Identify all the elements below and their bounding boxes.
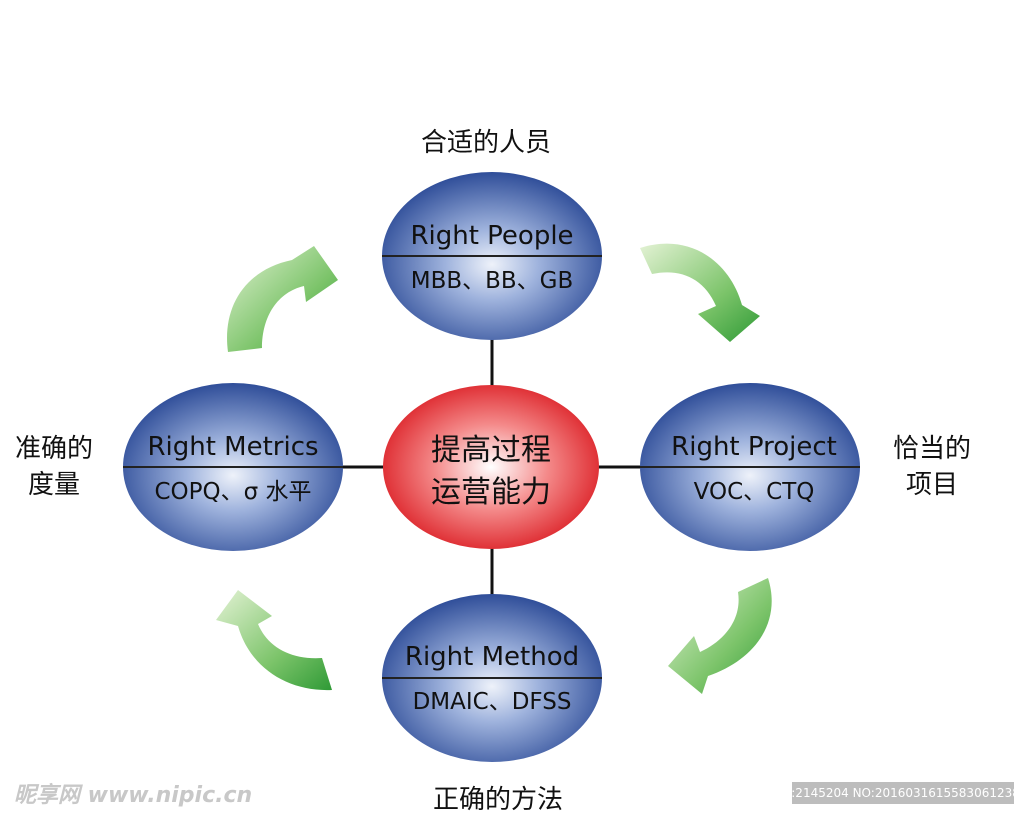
watermark-right-bg bbox=[792, 782, 1014, 804]
node-right-project: Right Project VOC、CTQ bbox=[640, 383, 860, 551]
connector-lines bbox=[340, 338, 644, 598]
center-node: 提高过程 运营能力 bbox=[383, 385, 599, 549]
node-right-method: Right Method DMAIC、DFSS bbox=[382, 594, 602, 762]
node-bottom-subtitle: DMAIC、DFSS bbox=[413, 689, 572, 715]
node-bottom-title: Right Method bbox=[405, 642, 579, 672]
label-left-line-2: 度量 bbox=[28, 470, 80, 500]
label-bottom: 正确的方法 bbox=[433, 785, 563, 813]
cycle-arrows bbox=[216, 243, 772, 694]
watermark-right: ID:2145204 NO:20160316155830612386 bbox=[778, 786, 1024, 800]
label-top: 合适的人员 bbox=[421, 128, 551, 158]
node-top-subtitle: MBB、BB、GB bbox=[411, 268, 574, 294]
label-left-line-1: 准确的 bbox=[15, 434, 93, 464]
arrow-top-right-icon bbox=[640, 243, 760, 342]
arrow-top-left-icon bbox=[227, 246, 338, 352]
label-right-line-2: 项目 bbox=[906, 470, 958, 500]
node-left-title: Right Metrics bbox=[147, 432, 318, 462]
node-left-subtitle: COPQ、σ 水平 bbox=[154, 479, 311, 505]
center-line-2: 运营能力 bbox=[431, 475, 551, 510]
arrow-bottom-left-icon bbox=[216, 590, 332, 691]
arrow-bottom-right-icon bbox=[668, 578, 772, 694]
node-right-metrics: Right Metrics COPQ、σ 水平 bbox=[123, 383, 343, 551]
node-right-subtitle: VOC、CTQ bbox=[694, 479, 815, 505]
watermark-left: 昵享网 www.nipic.cn bbox=[14, 782, 252, 808]
node-top-title: Right People bbox=[410, 221, 573, 251]
node-right-title: Right Project bbox=[671, 432, 837, 462]
center-line-1: 提高过程 bbox=[431, 433, 551, 468]
center-ellipse bbox=[383, 385, 599, 549]
label-right-line-1: 恰当的 bbox=[893, 434, 971, 464]
node-right-people: Right People MBB、BB、GB bbox=[382, 172, 602, 340]
